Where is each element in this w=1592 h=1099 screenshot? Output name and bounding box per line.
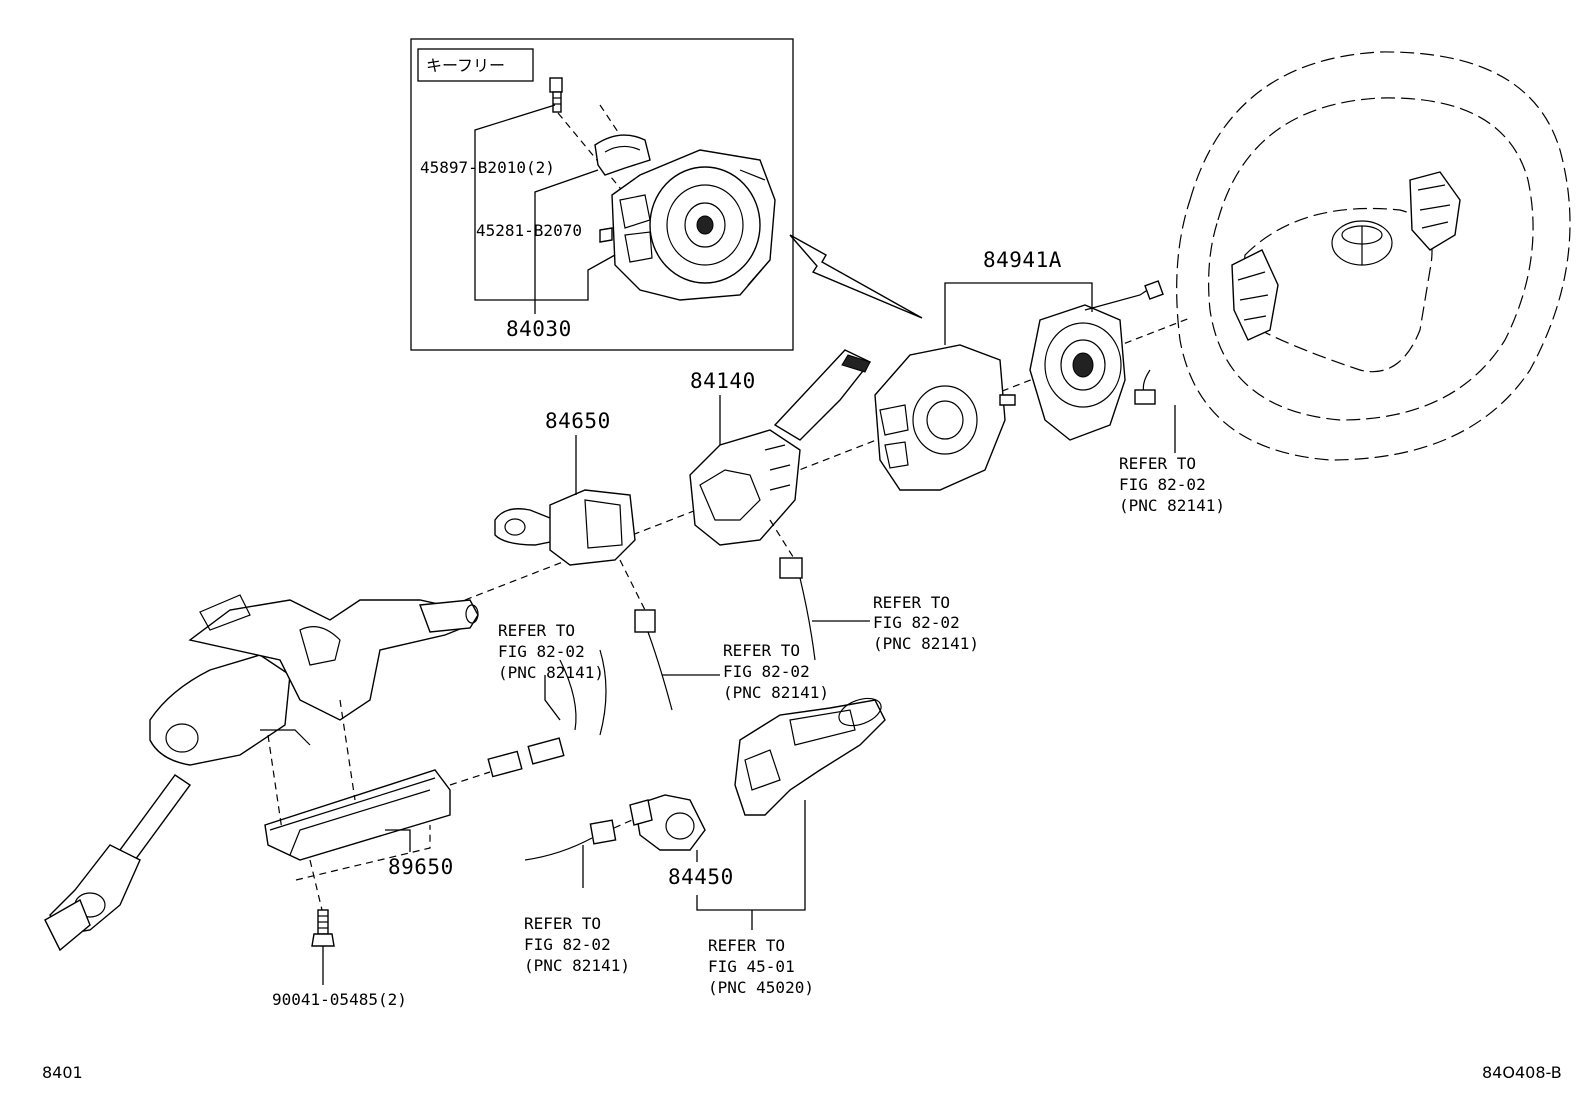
ref-steering-wheel: REFER TO FIG 82-02 (PNC 82141) — [1119, 405, 1225, 515]
svg-text:REFER TO: REFER TO — [873, 593, 950, 612]
svg-text:REFER TO: REFER TO — [498, 621, 575, 640]
column-bolt-drawing — [311, 909, 335, 947]
svg-text:FIG 82-02: FIG 82-02 — [873, 613, 960, 632]
svg-text:FIG 45-01: FIG 45-01 — [708, 957, 795, 976]
svg-text:(PNC 45020): (PNC 45020) — [708, 978, 814, 997]
lock-cylinder-drawing — [524, 794, 706, 861]
label-84450: 84450 — [668, 865, 734, 889]
wiper-switch-drawing — [689, 349, 872, 546]
footer-figure-code: 84O408-B — [1482, 1063, 1562, 1082]
inset-assembly-drawing — [599, 149, 776, 301]
ref-lock-harness: REFER TO FIG 82-02 (PNC 82141) — [524, 914, 630, 975]
ignition-switch-drawing — [734, 697, 886, 816]
label-90041-05485: 90041-05485(2) — [272, 990, 407, 1009]
footer-page-code: 8401 — [42, 1063, 83, 1082]
svg-text:FIG 82-02: FIG 82-02 — [524, 935, 611, 954]
svg-text:FIG 82-02: FIG 82-02 — [723, 662, 810, 681]
svg-text:FIG 82-02: FIG 82-02 — [498, 642, 585, 661]
ref-wiper-harness: REFER TO FIG 82-02 (PNC 82141) — [873, 593, 979, 653]
inset-bolt-drawing — [549, 77, 563, 113]
label-45281-B2070: 45281-B2070 — [476, 221, 582, 240]
ecu-drawing — [264, 769, 451, 861]
svg-text:REFER TO: REFER TO — [723, 641, 800, 660]
steering-wheel-drawing — [1176, 51, 1571, 461]
inset-pointer-arrow — [789, 234, 923, 319]
label-45897-B2010: 45897-B2010(2) — [420, 158, 555, 177]
inset-cover-drawing — [594, 134, 651, 176]
ref-ignition: REFER TO FIG 45-01 (PNC 45020) — [708, 936, 814, 997]
headlamp-switch-drawing — [494, 489, 636, 566]
label-84941A: 84941A — [983, 248, 1062, 272]
label-84140: 84140 — [690, 369, 756, 393]
inset-tag-label: キーフリー — [426, 56, 505, 75]
ref-headlamp-harness: REFER TO FIG 82-02 (PNC 82141) — [723, 641, 829, 702]
label-89650: 89650 — [388, 855, 454, 879]
svg-text:REFER TO: REFER TO — [1119, 454, 1196, 473]
spiral-cable-drawing — [874, 280, 1164, 491]
svg-text:REFER TO: REFER TO — [708, 936, 785, 955]
label-84030: 84030 — [506, 317, 572, 341]
ref-column-harness: REFER TO FIG 82-02 (PNC 82141) — [498, 621, 604, 682]
svg-text:(PNC 82141): (PNC 82141) — [723, 683, 829, 702]
label-84650: 84650 — [545, 409, 611, 433]
steering-column-drawing — [44, 594, 479, 952]
svg-text:FIG 82-02: FIG 82-02 — [1119, 475, 1206, 494]
svg-text:REFER TO: REFER TO — [524, 914, 601, 933]
inset-box: キーフリー 45897-B2010(2) 45281-B — [410, 38, 794, 351]
svg-text:(PNC 82141): (PNC 82141) — [873, 634, 979, 653]
svg-text:(PNC 82141): (PNC 82141) — [524, 956, 630, 975]
svg-text:(PNC 82141): (PNC 82141) — [498, 663, 604, 682]
svg-text:(PNC 82141): (PNC 82141) — [1119, 496, 1225, 515]
